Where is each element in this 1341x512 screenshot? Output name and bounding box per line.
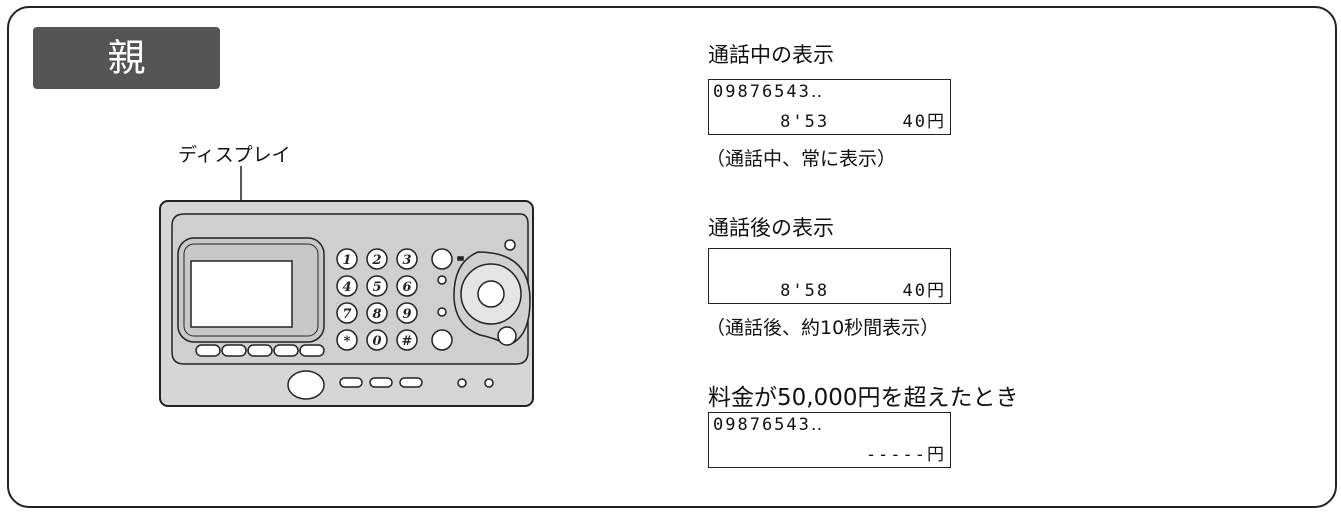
key-3 [396,248,418,270]
over-limit-line2: -----円 [865,445,946,465]
key-label: 1 [342,253,351,268]
during-call-note: （通話中、常に表示） [706,148,897,170]
soft-key [195,344,221,357]
key-1 [336,248,358,270]
during-call-line2: 8'53 40円 [755,112,946,132]
display-label: ディスプレイ [178,144,291,166]
over-limit-display: 09876543‥ -----円 [708,412,951,468]
soft-key [247,344,273,357]
soft-key [221,344,247,357]
after-call-display: 8'58 40円 [708,248,951,304]
during-call-heading: 通話中の表示 [708,43,834,67]
key-9 [396,302,418,324]
during-call-display: 09876543‥ 8'53 40円 [708,79,951,135]
content-frame [7,6,1337,508]
key-label: 2 [371,253,381,268]
key-label: 4 [342,280,351,295]
key-8 [366,302,388,324]
key-label: 3 [402,253,411,268]
minus-mark [457,256,464,261]
bottom-oval-buttons [339,377,423,388]
side-button [431,329,453,351]
indicator-dot [484,378,494,388]
nav-corner-button [497,326,517,346]
key-label: 5 [372,280,381,295]
oval-button [399,377,423,388]
bottom-round-button [287,370,325,400]
keypad: 1 2 3 4 5 6 7 8 9 * 0 # [336,248,418,351]
during-call-line1: 09876543‥ [713,82,825,102]
key-label: * [344,334,351,349]
key-5 [366,275,388,297]
indicator-dot [437,307,447,317]
after-call-heading: 通話後の表示 [708,216,834,240]
side-button [431,248,453,270]
over-limit-line1: 09876543‥ [713,415,825,435]
display-screen [190,260,293,328]
side-buttons [431,239,516,351]
indicator-dot [437,275,447,285]
key-label: # [402,334,413,349]
key-label: 8 [372,307,381,322]
soft-key [299,344,325,357]
key-0 [366,329,388,351]
after-call-line2: 8'58 40円 [755,281,946,301]
soft-key [273,344,299,357]
key-label: 0 [372,334,381,349]
section-badge: 親 機 [33,27,220,142]
after-call-note: （通話後、約10秒間表示） [706,317,940,339]
soft-keys [195,344,325,357]
indicator-dot [457,378,467,388]
nav-center-button [477,280,505,308]
key-hash [396,329,418,351]
display-bezel-inner [183,243,319,337]
key-4 [336,275,358,297]
key-label: 9 [402,307,411,322]
key-2 [366,248,388,270]
key-star [336,329,358,351]
key-label: 7 [342,307,351,322]
over-limit-heading: 料金が50,000円を超えたとき [708,385,1019,411]
indicator-dot [504,239,516,251]
oval-button [369,377,393,388]
key-label: 6 [402,280,411,295]
key-7 [336,302,358,324]
oval-button [339,377,363,388]
key-6 [396,275,418,297]
